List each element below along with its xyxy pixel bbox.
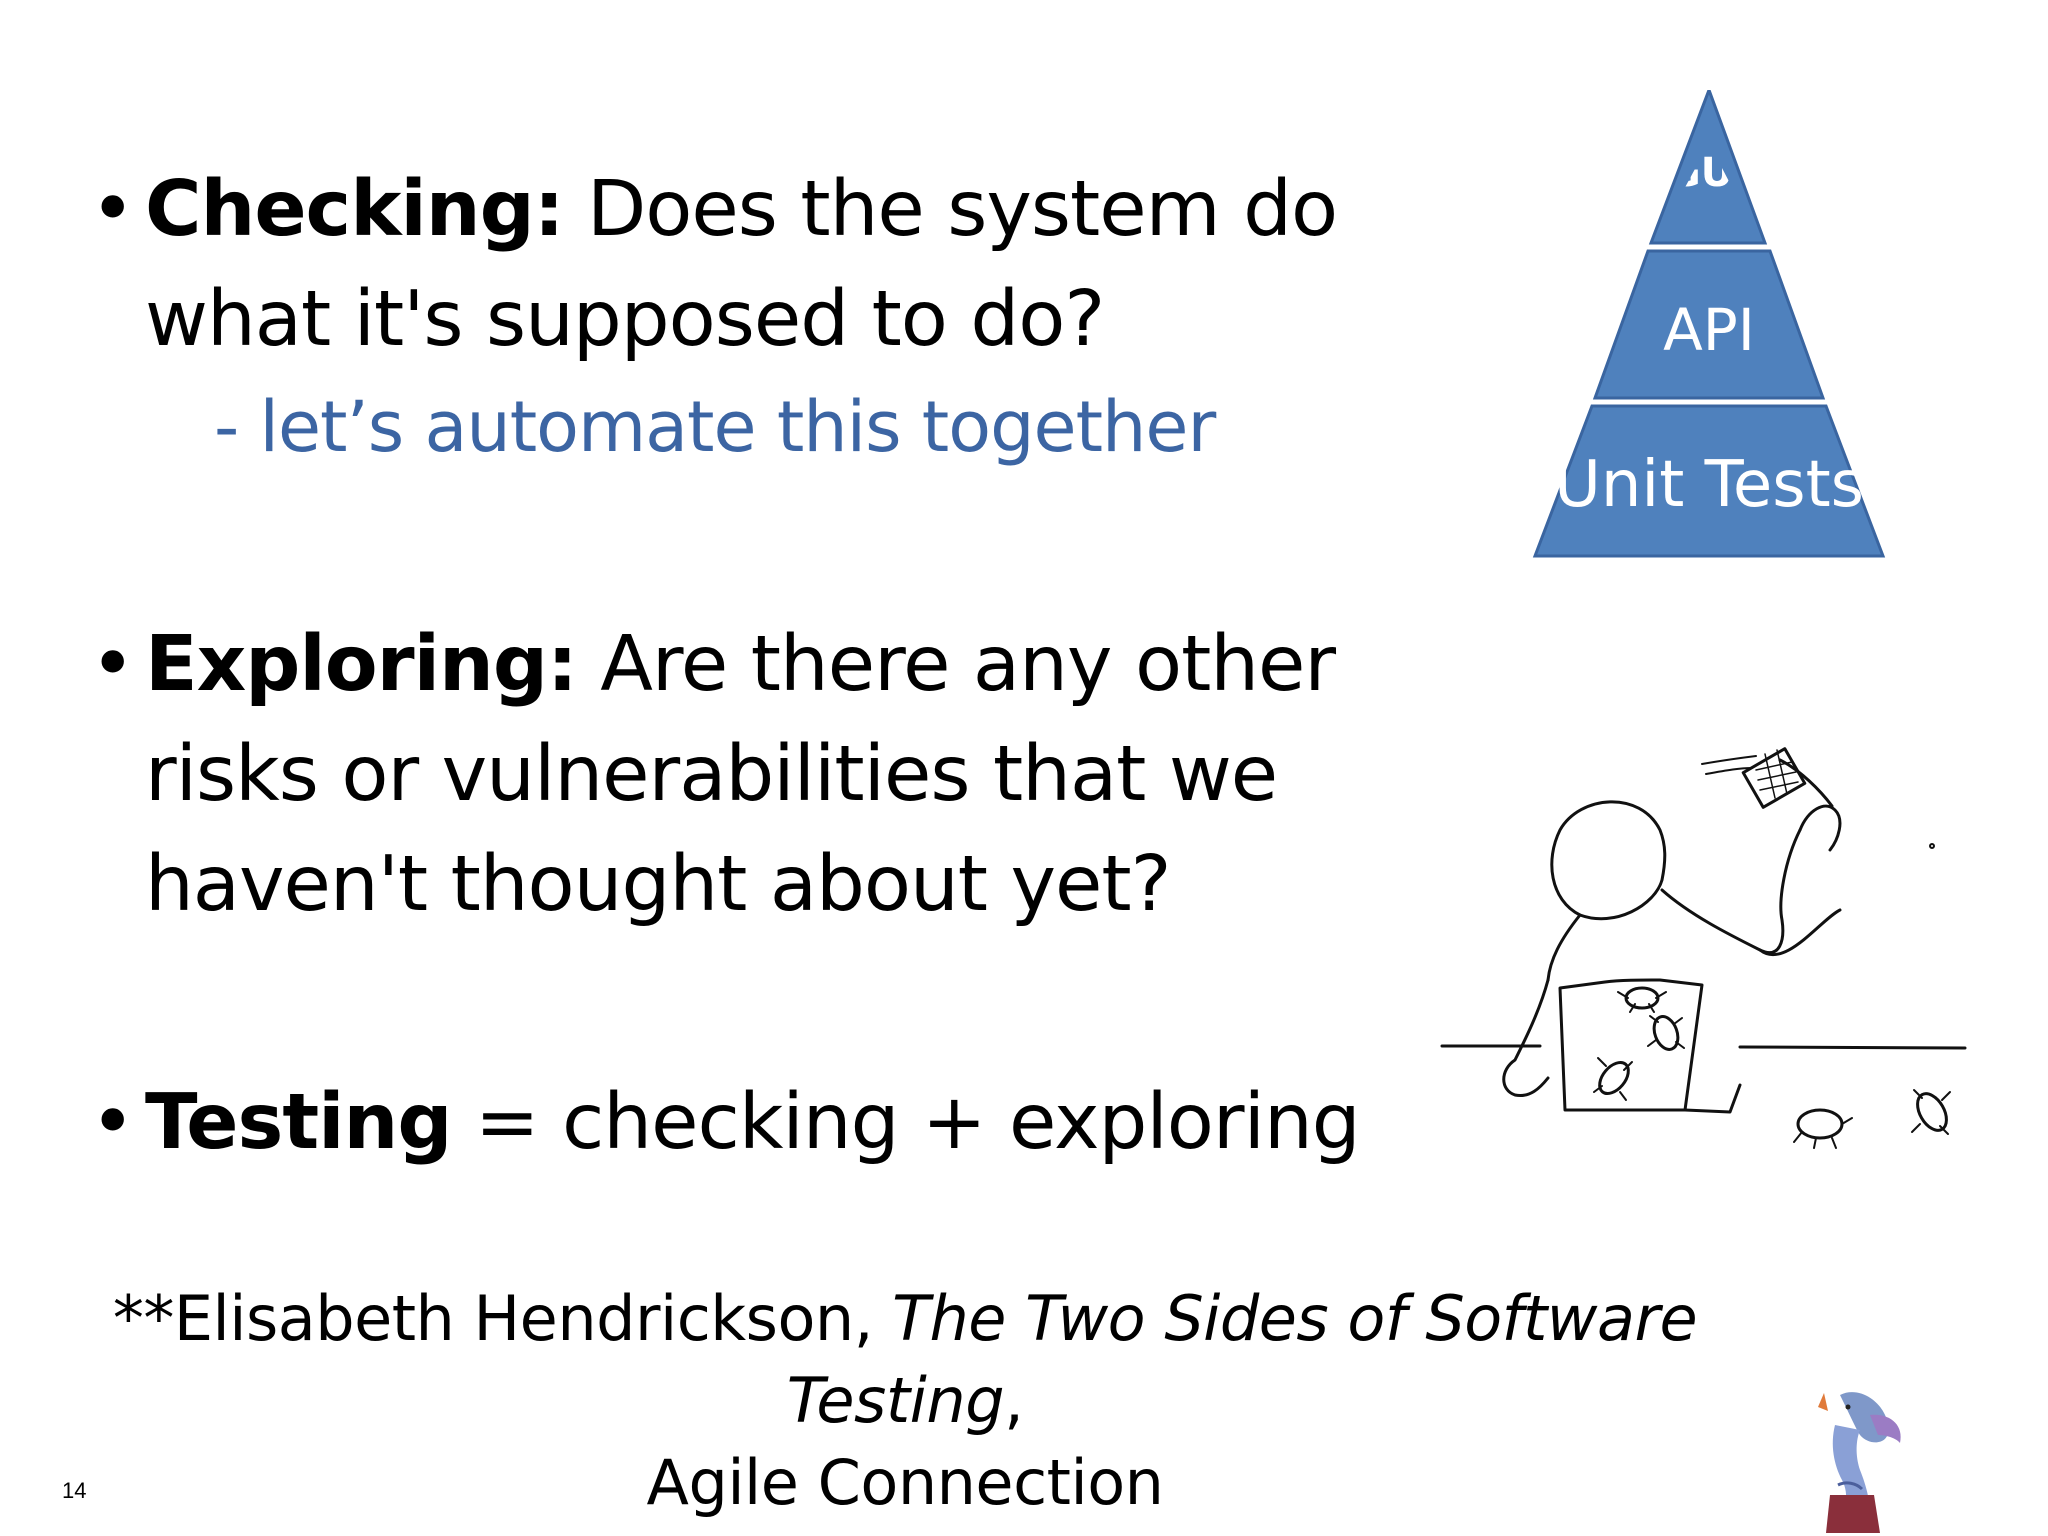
bullet-term: Testing [145,1078,452,1167]
test-pyramid-shape [1532,85,1886,558]
bullet-marker: • [90,165,135,254]
bullet-text: Does the system do what it's supposed to… [145,165,1338,364]
pyramid-tier-middle [1592,249,1826,400]
bullet-testing: • Testing = checking + exploring [90,1068,1390,1178]
pyramid-tier-top [1648,85,1768,245]
page-number: 14 [62,1478,87,1503]
pyramid-bottom-label: Unit Tests [1554,448,1864,522]
tester-swatting-bugs-illustration [1440,740,1980,1160]
citation-line-1: **Elisabeth Hendrickson, The Two Sides o… [112,1282,1698,1437]
pyramid-tier-bottom [1532,404,1886,558]
citation-title: The Two Sides of Software Testing [786,1282,1698,1437]
citation: **Elisabeth Hendrickson, The Two Sides o… [60,1278,1750,1524]
bullet-marker: • [90,1078,135,1167]
bullet-checking: • Checking: Does the system do what it's… [90,155,1350,375]
bullet-marker: • [90,620,135,709]
pyramid-middle-label: API [1663,296,1755,364]
test-pyramid: GUI API Unit Tests [1455,85,1955,570]
citation-line-2: Agile Connection [646,1446,1164,1519]
bullet-text: = checking + exploring [451,1078,1361,1167]
automation-note: - let’s automate this together [214,386,1216,468]
bullet-exploring: • Exploring: Are there any other risks o… [90,610,1370,940]
bullet-term: Checking: [145,165,565,254]
bullet-text: Are there any other risks or vulnerabili… [145,620,1336,929]
bullet-term: Exploring: [145,620,578,709]
dragon-mascot-logo [1800,1385,1910,1535]
